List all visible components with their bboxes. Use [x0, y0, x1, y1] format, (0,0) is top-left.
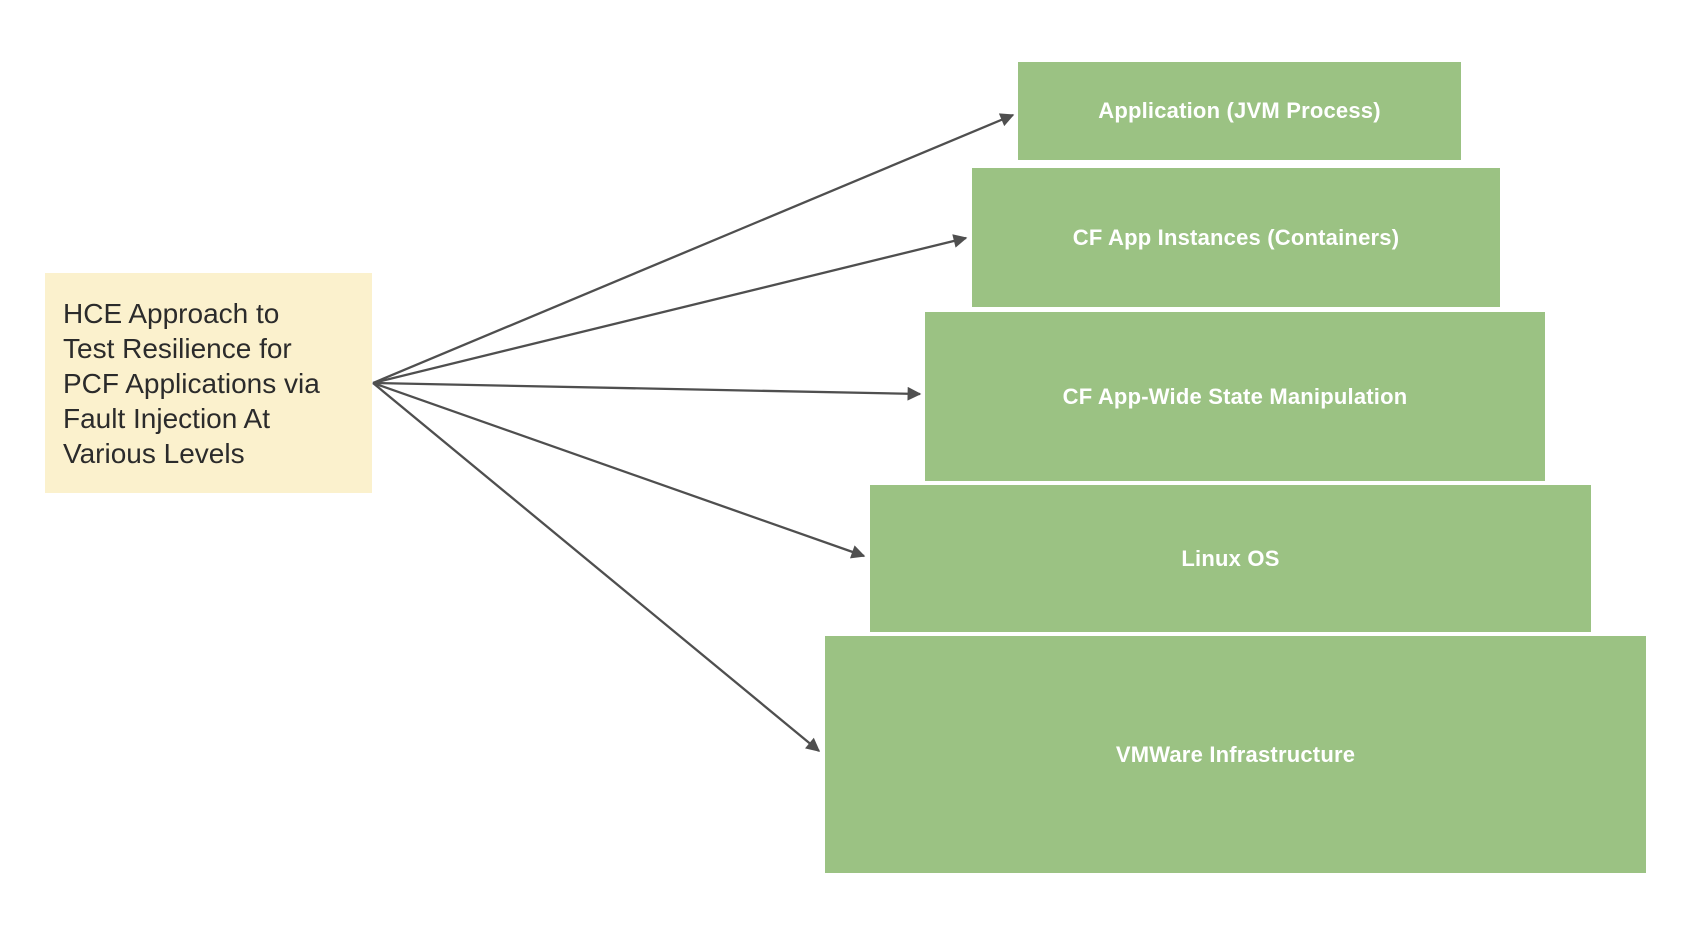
level-box-cf-app-instances: CF App Instances (Containers) — [972, 168, 1500, 307]
level-box-cf-app-wide-state-manipulation: CF App-Wide State Manipulation — [925, 312, 1545, 481]
source-note-line: Fault Injection At — [63, 402, 271, 434]
arrow-to-cf-app-instances — [372, 234, 968, 385]
level-box-vmware-infrastructure: VMWare Infrastructure — [825, 636, 1646, 873]
source-note-line: PCF Applications via — [63, 367, 320, 399]
arrow-to-application — [372, 113, 1015, 385]
source-note-line: Test Resilience for — [63, 332, 292, 364]
level-box-label: Application (JVM Process) — [1098, 98, 1381, 123]
source-note-line: HCE Approach to — [63, 297, 280, 329]
source-note-line: Various Levels — [63, 437, 245, 469]
level-box-label: CF App-Wide State Manipulation — [1062, 383, 1408, 409]
arrow-to-vmware-infrastructure — [372, 382, 821, 752]
arrow-to-linux-os — [372, 381, 866, 559]
source-note-box: HCE Approach to Test Resilience for PCF … — [45, 273, 372, 493]
level-box-label: VMWare Infrastructure — [1115, 741, 1356, 767]
level-box-application-jvm-process: Application (JVM Process) — [1018, 62, 1461, 160]
level-box-linux-os: Linux OS — [870, 485, 1591, 632]
level-box-label: Linux OS — [1181, 545, 1280, 571]
level-box-label: CF App Instances (Containers) — [1072, 224, 1400, 250]
arrow-to-cf-app-wide-state — [372, 381, 922, 401]
